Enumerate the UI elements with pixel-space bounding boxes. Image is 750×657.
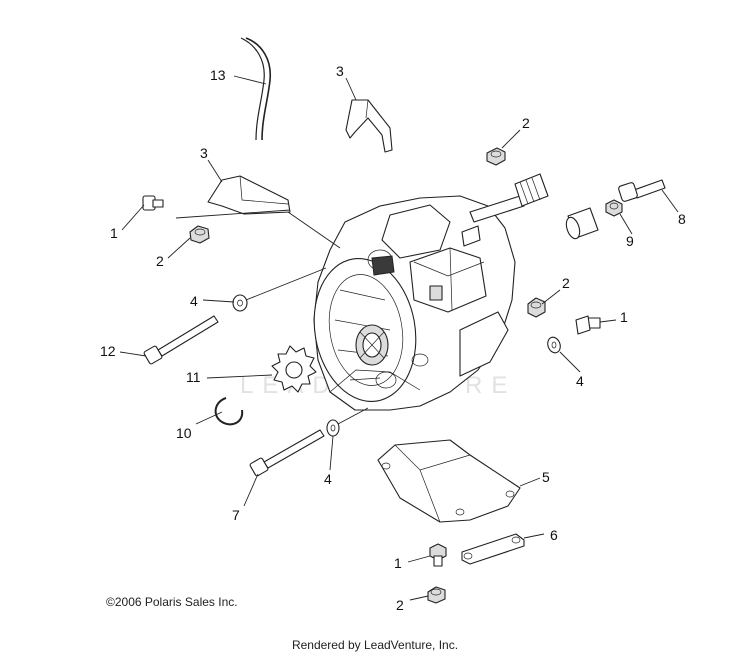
bolt-part-1-left (142, 195, 164, 211)
callout-numbers: 13 3 3 2 1 2 8 9 4 2 1 12 4 11 10 4 5 7 … (100, 63, 686, 613)
nut-part-2-mid (527, 297, 546, 318)
bolt-part-8 (618, 179, 666, 202)
nut-part-9 (605, 199, 623, 217)
sprocket-part-11 (271, 345, 317, 393)
callout-11: 11 (186, 369, 201, 385)
bracket-part-3-left (207, 175, 291, 215)
bracket-part-3-top (345, 99, 393, 153)
coupler-sleeve (565, 207, 599, 240)
callout-8: 8 (678, 211, 686, 227)
nut-part-2-bottom (427, 586, 446, 604)
bolt-part-1-bottom (429, 543, 447, 567)
callout-6: 6 (550, 527, 558, 543)
bolt-part-1-right (575, 315, 601, 335)
callout-10: 10 (176, 425, 192, 441)
callout-2-top: 2 (522, 115, 530, 131)
leader-lines (119, 75, 679, 601)
callout-5: 5 (542, 469, 550, 485)
callout-2-mid: 2 (562, 275, 570, 291)
callout-1-right: 1 (620, 309, 628, 325)
callout-2-left: 2 (156, 253, 164, 269)
bolt-part-7 (249, 429, 325, 477)
callout-3-top: 3 (336, 63, 344, 79)
callout-7: 7 (232, 507, 240, 523)
callout-4-bottom: 4 (324, 471, 332, 487)
callout-12: 12 (100, 343, 116, 359)
callout-1-left: 1 (110, 225, 118, 241)
callout-4-right: 4 (576, 373, 584, 389)
callout-2-bottom: 2 (396, 597, 404, 613)
callout-13: 13 (210, 67, 226, 83)
callout-3-left: 3 (200, 145, 208, 161)
nut-part-2-top (486, 147, 506, 166)
callout-1-bottom: 1 (394, 555, 402, 571)
callout-4-left: 4 (190, 293, 198, 309)
callout-9: 9 (626, 233, 634, 249)
transaxle-assembly (313, 173, 549, 411)
washer-part-4-right (547, 336, 561, 354)
rendered-by-footer: Rendered by LeadVenture, Inc. (291, 638, 459, 652)
snap-ring-part-10 (214, 397, 244, 426)
nut-part-2-left (189, 225, 210, 244)
washer-part-4-bottom (326, 419, 340, 437)
copyright-notice: ©2006 Polaris Sales Inc. (106, 595, 238, 609)
bolt-part-12 (143, 315, 219, 365)
washer-part-4-left (232, 294, 248, 312)
cable-part-13 (240, 37, 271, 141)
mount-plate-part-5 (377, 439, 521, 523)
strap-plate-part-6 (461, 533, 525, 565)
